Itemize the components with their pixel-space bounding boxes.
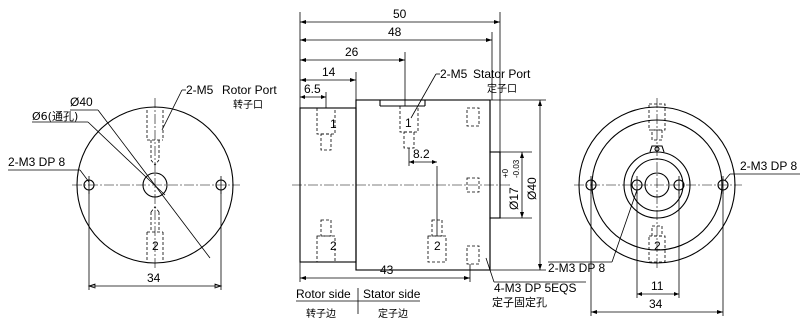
rotor-port-cn: 转子口 xyxy=(233,98,263,111)
stator-fix-label: 4-M3 DP 5EQS xyxy=(494,281,576,295)
rotor-port-label: Rotor Port xyxy=(222,83,277,97)
left-port-num-2: 2 xyxy=(152,239,159,253)
dim-50: 50 xyxy=(393,7,407,21)
rotor-port-num-2: 2 xyxy=(330,239,337,253)
stator-fix-hole-bottom xyxy=(466,245,480,265)
right-port-num-2: 2 xyxy=(654,239,661,253)
left-m3-label: 2-M3 DP 8 xyxy=(8,155,65,169)
dim-14: 14 xyxy=(322,65,336,79)
dim-26: 26 xyxy=(345,45,359,59)
right-port-bottom xyxy=(648,225,666,263)
stator-fix-cn: 定子固定孔 xyxy=(492,295,547,309)
rotor-side-label: Rotor side xyxy=(296,287,351,301)
left-dia6-label: Ø6(通孔) xyxy=(32,110,78,123)
stator-side-cn: 定子边 xyxy=(378,307,408,320)
left-m5-label: 2-M5 xyxy=(186,83,214,97)
side-view: 1 2 1 2 50 48 xyxy=(292,7,586,320)
left-end-view: 2 34 Ø40 Ø6(通孔) 2-M5 Rotor Port 转子口 2-M3… xyxy=(8,83,277,290)
dim-dia17: Ø17 xyxy=(507,187,521,210)
right-m3-label-bottom: 2-M3 DP 8 xyxy=(548,261,605,275)
right-dim-34: 34 xyxy=(649,297,663,311)
dim-8-2: 8.2 xyxy=(413,147,430,161)
stator-fix-hole-top xyxy=(466,107,480,127)
stator-port-cn: 定子口 xyxy=(487,82,517,95)
right-key-notch xyxy=(649,145,665,153)
dim-6-5: 6.5 xyxy=(304,82,321,96)
rotor-port-num-1: 1 xyxy=(330,117,337,131)
dim-48: 48 xyxy=(388,25,402,39)
left-dia6-leader xyxy=(87,121,166,196)
right-end-view: 2 11 34 2-M3 DP 8 2-M3 DP 8 xyxy=(548,98,800,316)
right-port-top xyxy=(648,103,666,141)
right-m3-label-top: 2-M3 DP 8 xyxy=(740,159,797,173)
stator-side-label: Stator side xyxy=(363,287,421,301)
left-rotor-port-bottom xyxy=(146,206,164,262)
rotor-port-1 xyxy=(316,107,336,151)
left-bore xyxy=(142,172,168,198)
left-rotor-port-top xyxy=(146,110,164,166)
left-m5-leader xyxy=(161,89,183,131)
stator-port-num-2: 2 xyxy=(434,239,441,253)
left-dia40-label: Ø40 xyxy=(70,95,93,109)
stator-m5-label: 2-M5 xyxy=(440,67,468,81)
left-dia40-leader xyxy=(97,109,211,259)
dim-dia17-tol-low: -0.03 xyxy=(512,159,521,178)
rotor-side-cn: 转子边 xyxy=(306,307,336,320)
right-dim-11: 11 xyxy=(651,279,664,293)
dim-43: 43 xyxy=(380,263,394,277)
dim-dia17-tol-up: +0 xyxy=(501,168,510,178)
stator-port-label: Stator Port xyxy=(473,67,531,81)
rotor-port-2 xyxy=(316,219,336,263)
stator-fix-hole-mid xyxy=(466,177,480,193)
stator-port-num-1: 1 xyxy=(405,116,412,130)
dim-dia40-side: Ø40 xyxy=(525,177,539,200)
left-dim-34: 34 xyxy=(147,271,161,285)
